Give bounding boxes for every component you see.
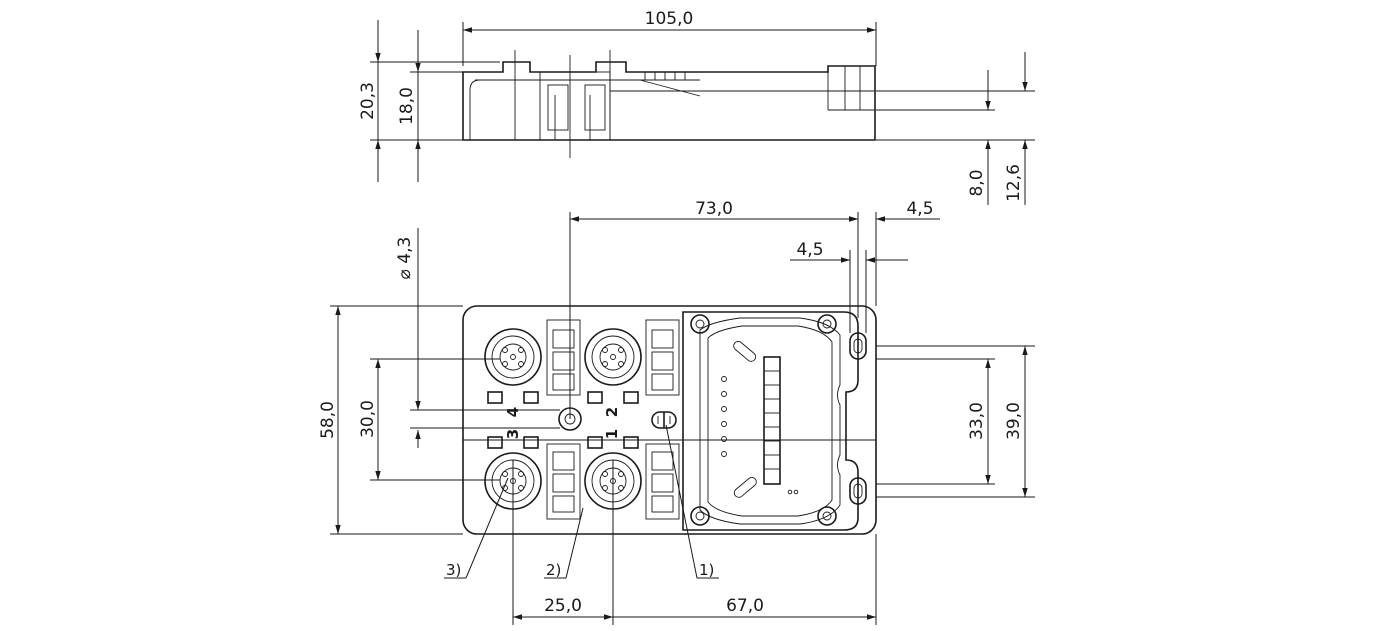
- top-dimensions: 73,0 4,5 4,5 ⌀ 4,3 58,0 30,0 33,0 39,0: [318, 199, 1035, 625]
- dim-39: 39,0: [1004, 402, 1024, 440]
- dim-25: 25,0: [544, 596, 582, 616]
- dim-67: 67,0: [726, 596, 764, 616]
- dim-4-5-top: 4,5: [906, 199, 933, 219]
- callouts: 3) 2) 1): [444, 424, 719, 579]
- dim-8: 8,0: [967, 169, 987, 196]
- dim-30: 30,0: [358, 400, 378, 438]
- dim-73: 73,0: [695, 199, 733, 219]
- port-number-4: 4: [504, 407, 522, 417]
- dim-33: 33,0: [967, 402, 987, 440]
- dim-105: 105,0: [645, 9, 694, 29]
- terminal-cover: [682, 311, 859, 531]
- label-windows: [546, 319, 680, 520]
- top-view: 4 2 3 1: [462, 305, 877, 535]
- dim-12-6: 12,6: [1004, 164, 1024, 202]
- dim-18: 18,0: [397, 87, 417, 125]
- port-number-2: 2: [603, 407, 621, 417]
- dim-20-3: 20,3: [358, 82, 378, 120]
- ground-symbol-icon: [651, 411, 677, 429]
- dim-hole-diameter: ⌀ 4,3: [395, 237, 415, 280]
- dim-4-5-inner: 4,5: [796, 240, 823, 260]
- port-number-1: 1: [603, 429, 621, 439]
- callout-2: 2): [546, 561, 561, 579]
- dim-58: 58,0: [318, 401, 338, 439]
- status-led-pads: [487, 391, 639, 449]
- side-dimensions: 105,0 20,3 18,0 8,0 12,6: [358, 9, 1035, 205]
- callout-1: 1): [699, 561, 714, 579]
- side-view: [462, 50, 876, 158]
- connector-port-4: [484, 328, 542, 386]
- callout-3: 3): [446, 561, 461, 579]
- port-number-3: 3: [504, 429, 522, 439]
- mounting-holes: [849, 332, 867, 505]
- connector-port-2: [584, 328, 642, 386]
